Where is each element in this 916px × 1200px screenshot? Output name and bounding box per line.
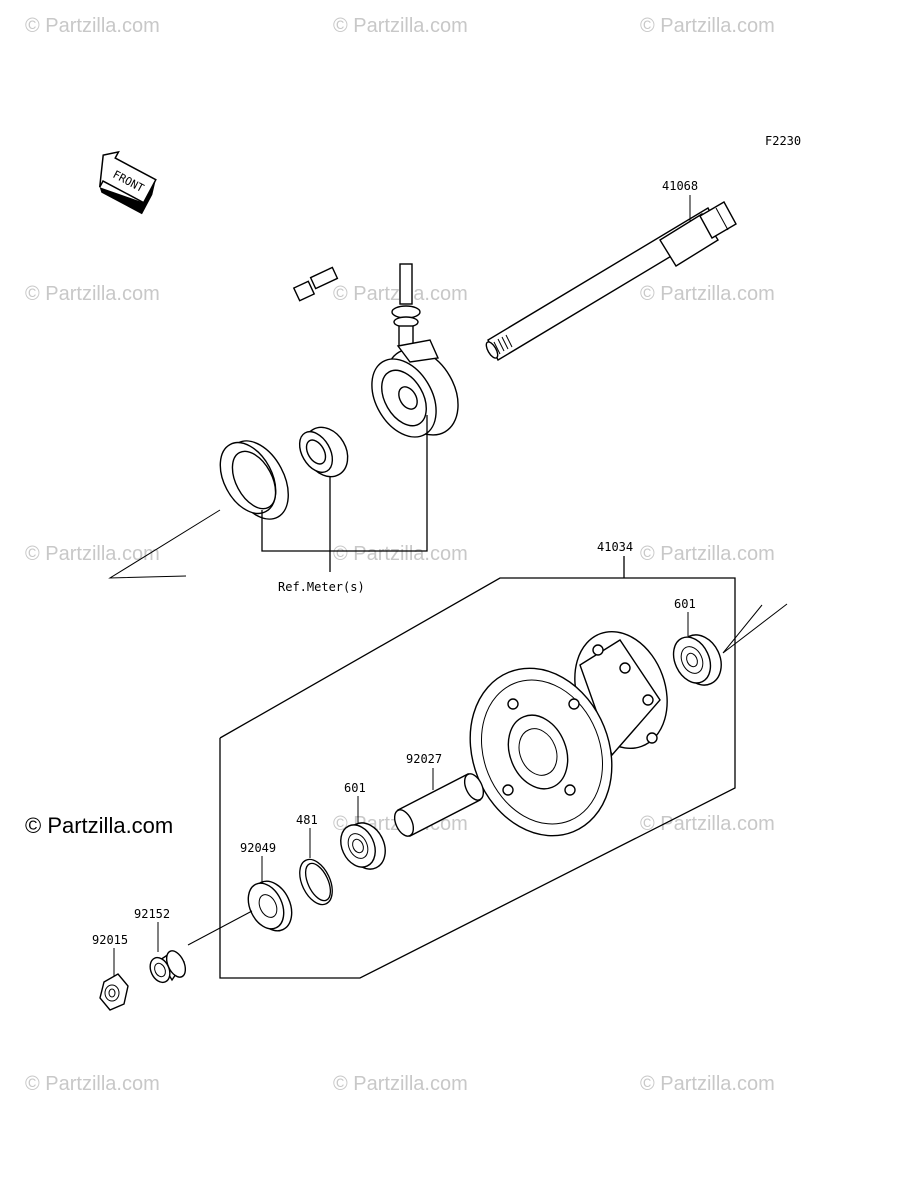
axle (485, 201, 737, 361)
drive-gear (298, 426, 349, 478)
speedometer-gearbox (371, 339, 459, 438)
wheel-hub (469, 630, 668, 837)
axle-nut (99, 973, 129, 1011)
watermark: © Partzilla.com (333, 543, 468, 565)
oil-seal (247, 880, 293, 932)
bearing-right (672, 634, 722, 686)
dust-seal (219, 440, 289, 520)
watermark: © Partzilla.com (640, 1073, 775, 1095)
part-label-circlip: 481 (296, 813, 318, 827)
watermarks: © Partzilla.com © Partzilla.com © Partzi… (25, 15, 775, 1095)
part-label-nut: 92015 (92, 933, 128, 947)
copyright-notice: © Partzilla.com (25, 813, 173, 838)
part-label-inner-collar: 92027 (406, 752, 442, 766)
part-label-bearing-left: 601 (344, 781, 366, 795)
watermark: © Partzilla.com (25, 543, 160, 565)
part-label-axle: 41068 (662, 179, 698, 193)
watermark: © Partzilla.com (333, 1073, 468, 1095)
part-label-hub: 41034 (597, 540, 633, 554)
inner-collar (393, 773, 485, 837)
front-arrow-icon: FRONT (98, 150, 157, 215)
watermark: © Partzilla.com (333, 15, 468, 37)
part-label-collar: 92152 (134, 907, 170, 921)
watermark: © Partzilla.com (25, 283, 160, 305)
bearing-left (340, 822, 386, 870)
figure-code: F2230 (765, 134, 801, 148)
speedometer-cable (292, 233, 421, 347)
watermark: © Partzilla.com (640, 813, 775, 835)
watermark: © Partzilla.com (25, 15, 160, 37)
part-label-oil-seal: 92049 (240, 841, 276, 855)
watermark: © Partzilla.com (25, 1073, 160, 1095)
circlip (299, 858, 333, 906)
ref-meter-label: Ref.Meter(s) (278, 580, 365, 594)
watermark: © Partzilla.com (640, 15, 775, 37)
part-label-bearing-right: 601 (674, 597, 696, 611)
watermark: © Partzilla.com (640, 543, 775, 565)
collar (149, 950, 187, 984)
watermark: © Partzilla.com (640, 283, 775, 305)
